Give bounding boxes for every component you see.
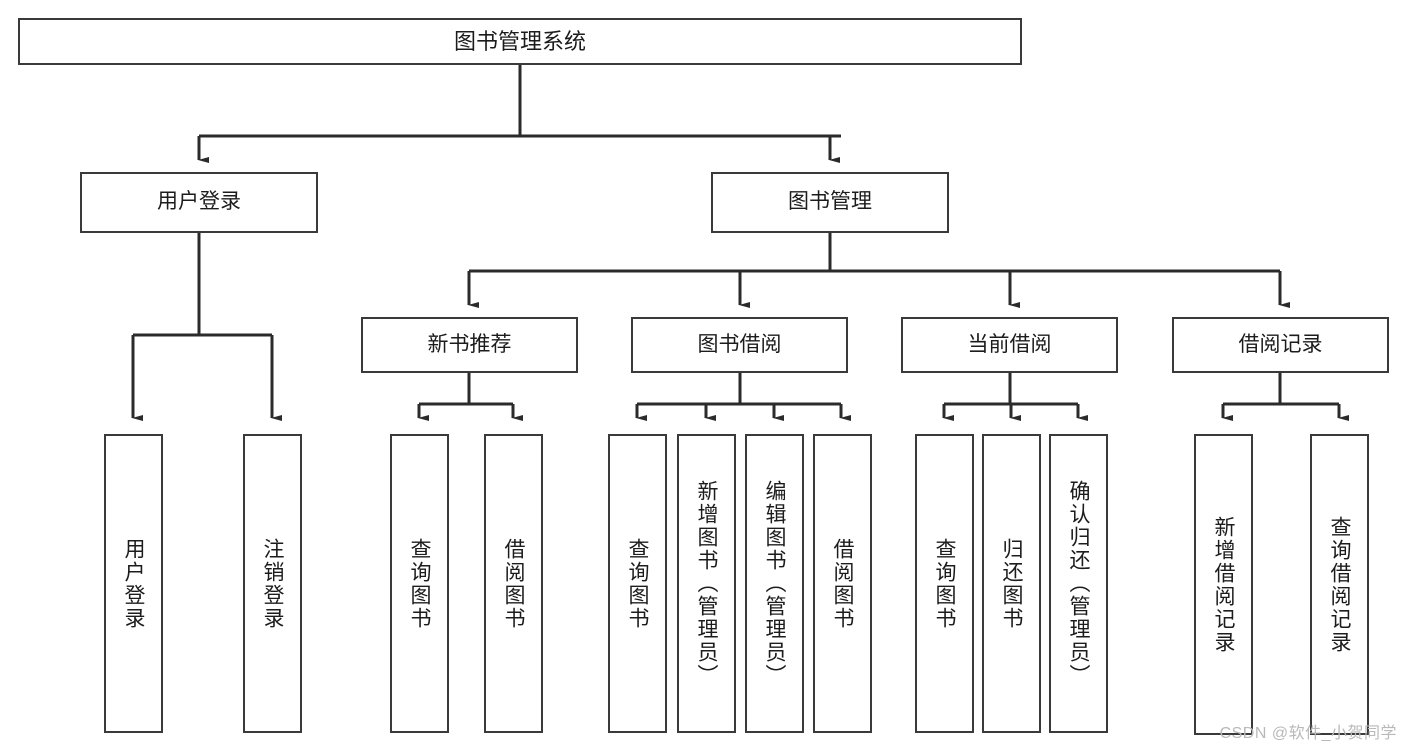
- node-label: 确认归还（管理员）: [1067, 480, 1090, 687]
- node-book-borrow[interactable]: 图书借阅: [631, 317, 848, 373]
- node-label: 编辑图书（管理员）: [763, 480, 786, 687]
- leaf-record-add[interactable]: 新增借阅记录: [1194, 434, 1253, 735]
- node-label: 新增图书（管理员）: [695, 480, 718, 687]
- node-label: 借阅记录: [1238, 332, 1323, 356]
- node-book-management[interactable]: 图书管理: [711, 172, 949, 233]
- leaf-current-confirm-return[interactable]: 确认归还（管理员）: [1049, 434, 1108, 733]
- leaf-record-query[interactable]: 查询借阅记录: [1310, 434, 1369, 735]
- leaf-borrow-edit-book[interactable]: 编辑图书（管理员）: [745, 434, 804, 733]
- leaf-user-login-logout[interactable]: 注销登录: [243, 434, 302, 733]
- node-label: 用户登录: [122, 537, 145, 630]
- node-new-book-recommend[interactable]: 新书推荐: [361, 317, 578, 373]
- node-label: 借阅图书: [502, 537, 525, 630]
- leaf-borrow-query-book[interactable]: 查询图书: [608, 434, 667, 733]
- node-label: 当前借阅: [967, 332, 1052, 356]
- node-label: 新书推荐: [427, 332, 512, 356]
- node-label: 查询图书: [626, 537, 649, 630]
- leaf-new-book-borrow[interactable]: 借阅图书: [484, 434, 543, 733]
- node-borrow-record[interactable]: 借阅记录: [1172, 317, 1389, 373]
- node-current-borrow[interactable]: 当前借阅: [901, 317, 1118, 373]
- node-label: 新增借阅记录: [1212, 515, 1235, 654]
- node-label: 图书借阅: [697, 332, 782, 356]
- node-label: 查询图书: [408, 537, 431, 630]
- node-label: 注销登录: [261, 537, 284, 630]
- leaf-new-book-query[interactable]: 查询图书: [390, 434, 449, 733]
- leaf-current-query-book[interactable]: 查询图书: [915, 434, 974, 733]
- node-user-login[interactable]: 用户登录: [80, 172, 318, 233]
- node-label: 用户登录: [157, 190, 241, 214]
- node-label: 图书管理: [788, 190, 872, 214]
- node-root-system[interactable]: 图书管理系统: [18, 18, 1022, 65]
- node-label: 查询图书: [933, 537, 956, 630]
- node-label: 图书管理系统: [453, 28, 586, 54]
- leaf-borrow-add-book[interactable]: 新增图书（管理员）: [677, 434, 736, 733]
- leaf-current-return-book[interactable]: 归还图书: [982, 434, 1041, 733]
- leaf-borrow-borrow-book[interactable]: 借阅图书: [813, 434, 872, 733]
- node-label: 借阅图书: [831, 537, 854, 630]
- node-label: 归还图书: [1000, 537, 1023, 630]
- node-label: 查询借阅记录: [1328, 515, 1351, 654]
- leaf-user-login-login[interactable]: 用户登录: [104, 434, 163, 733]
